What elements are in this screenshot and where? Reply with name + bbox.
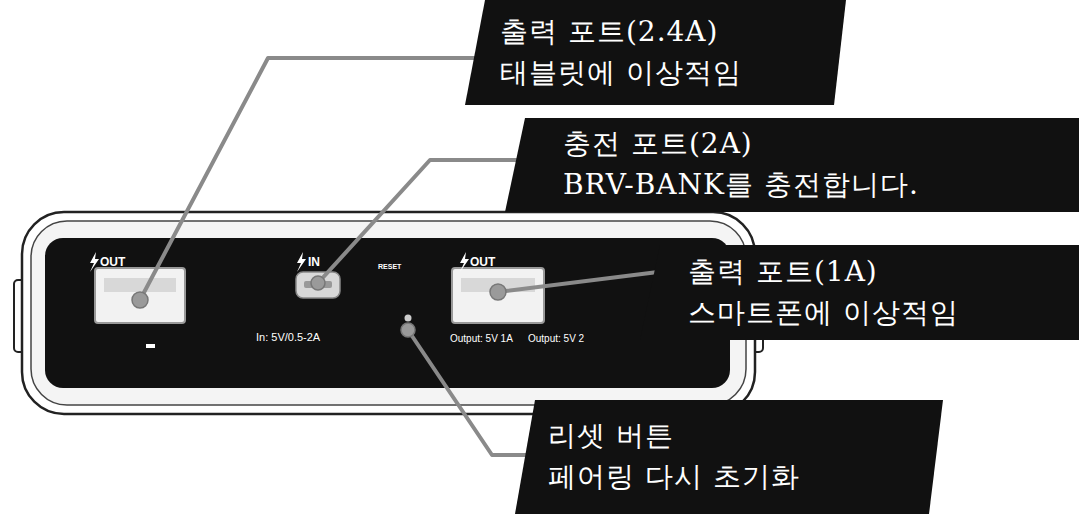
callout-box: 출력 포트(2.4A)태블릿에 이상적임 xyxy=(465,0,846,105)
micro-usb-port xyxy=(296,272,340,298)
port-label: IN xyxy=(308,256,320,269)
callout-fill xyxy=(640,245,1079,340)
housing xyxy=(22,212,755,414)
usb-port xyxy=(452,268,544,323)
port-label: In: 5V/0.5-2A xyxy=(256,331,320,343)
housing-rim xyxy=(31,221,746,405)
leader-dot xyxy=(311,276,325,290)
usb-port xyxy=(95,268,185,323)
port-label: Output: 5V 2 xyxy=(528,333,584,344)
lightning-symbol xyxy=(90,252,99,272)
callout-heading: 출력 포트(2.4A) xyxy=(500,12,846,53)
port-label: OUT xyxy=(470,256,495,269)
callout-box: 리셋 버튼페어링 다시 초기화 xyxy=(515,400,943,514)
callout-heading: 리셋 버튼 xyxy=(548,416,943,457)
leader-dot xyxy=(490,284,506,300)
leader-line xyxy=(318,160,517,283)
leader-dot xyxy=(401,323,415,337)
callout-box: 충전 포트(2A)BRV-BANK를 충전합니다. xyxy=(505,118,1079,212)
callout-body: 태블릿에 이상적임 xyxy=(500,53,846,94)
callout-body: BRV-BANK를 충전합니다. xyxy=(563,165,1079,206)
leader-line xyxy=(498,272,658,292)
port-label: Output: 5V 1A xyxy=(450,333,513,344)
port-mark xyxy=(146,344,155,348)
leader-dot xyxy=(132,292,148,308)
port-label: OUT xyxy=(100,256,125,269)
leader-line xyxy=(408,330,528,455)
callout-heading: 충전 포트(2A) xyxy=(563,124,1079,165)
callout-shape xyxy=(515,400,943,514)
callout-fill xyxy=(465,0,846,105)
callout-heading: 출력 포트(1A) xyxy=(688,252,1079,293)
callout-body: 스마트폰에 이상적임 xyxy=(688,293,1079,334)
callout-fill xyxy=(515,400,943,514)
leader-line xyxy=(140,58,476,300)
lightning-symbol xyxy=(460,252,469,272)
reset-hole xyxy=(405,315,412,322)
port-panel xyxy=(45,238,730,388)
callout-fill xyxy=(505,118,1079,212)
lightning-symbol xyxy=(297,252,306,272)
port-label: RESET xyxy=(378,263,401,271)
callout-body: 페어링 다시 초기화 xyxy=(548,457,943,498)
usb-tongue xyxy=(104,278,176,292)
callout-box: 출력 포트(1A)스마트폰에 이상적임 xyxy=(640,245,1079,340)
